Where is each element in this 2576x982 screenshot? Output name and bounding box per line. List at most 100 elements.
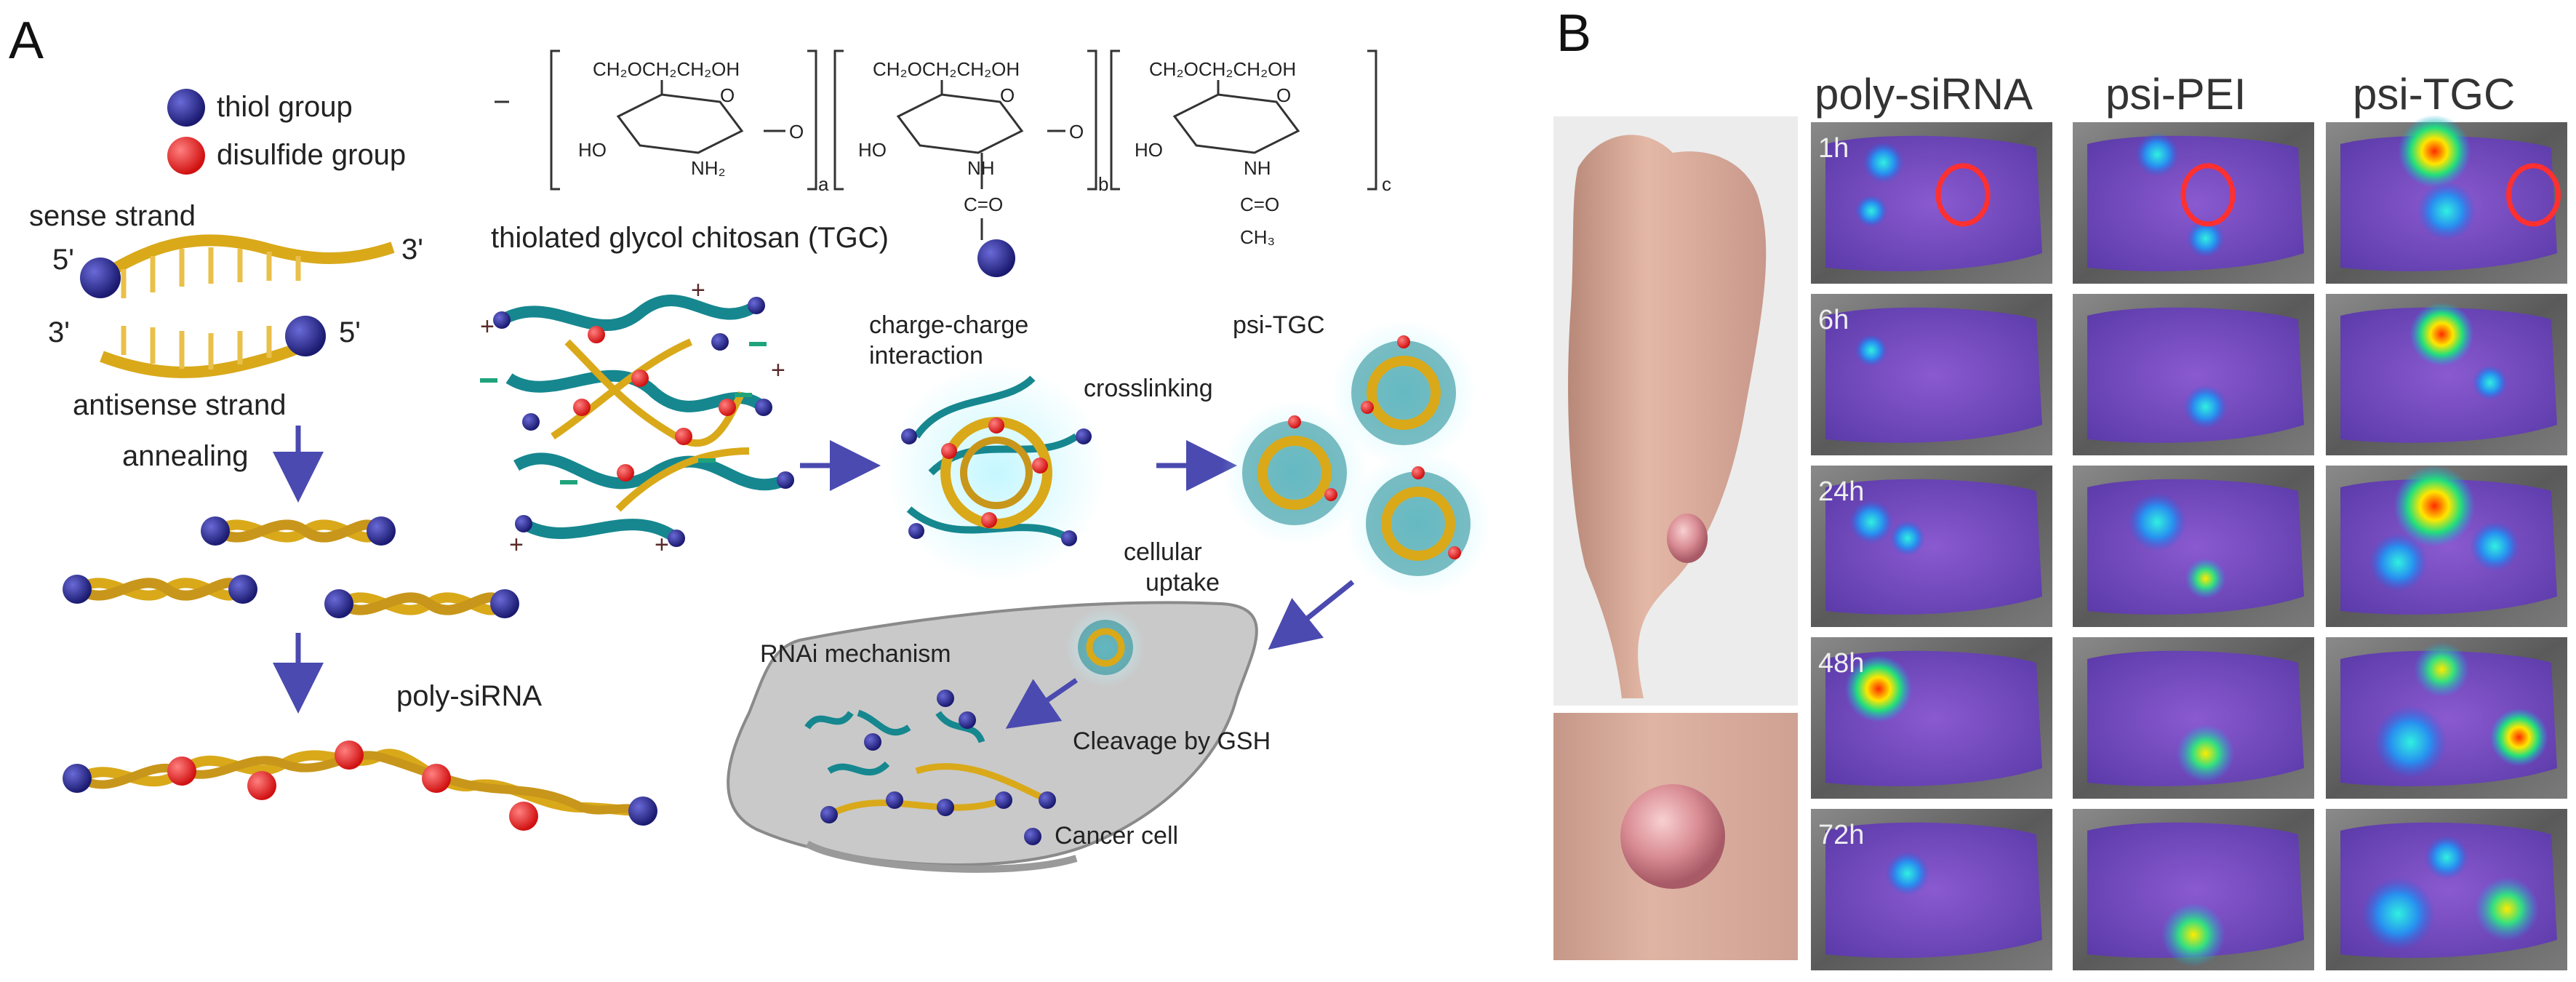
fluorescence-signal [2398, 115, 2471, 188]
fluorescence-signal [2135, 132, 2179, 176]
mouse-silhouette [1825, 308, 2042, 443]
fluorescence-signal [2362, 877, 2435, 950]
fluorescence-signal [1886, 852, 1929, 895]
sense-strand-label: sense strand [29, 200, 196, 232]
image-psi-tgc-1h [2326, 115, 2567, 284]
polyion-network: + + + + + [480, 276, 794, 559]
image-psi-tgc-6h [2326, 294, 2567, 455]
duplex-3 [324, 589, 519, 618]
time-label-6h: 6h [1818, 305, 1849, 335]
svg-text:+: + [480, 313, 495, 340]
cellular-uptake-line2: uptake [1145, 569, 1220, 596]
duplex-1 [201, 516, 396, 546]
rnai-mechanism-label: RNAi mechanism [760, 640, 951, 668]
svg-text:+: + [771, 356, 785, 384]
chem-sub-c: c [1382, 173, 1391, 195]
disulfide-legend-dot [167, 137, 205, 175]
fluorescence-signal [2128, 493, 2186, 551]
panel-a: A thiol group disulfide group sense stra… [9, 12, 1491, 869]
mouse-photo [1553, 116, 1798, 706]
poly-sirna-chain [63, 741, 657, 831]
poly-sirna-label: poly-siRNA [396, 680, 542, 712]
chem-o-5: O [1276, 84, 1291, 106]
disulfide-legend-label: disulfide group [217, 139, 406, 171]
image-psi-pei-1h [2073, 122, 2314, 284]
fluorescence-signal [2414, 642, 2469, 697]
column-header-psi-pei: psi-PEI [2105, 70, 2246, 119]
fluorescence-signal [2369, 533, 2428, 591]
tumor-closeup-photo [1553, 713, 1798, 960]
time-label-72h: 72h [1818, 820, 1864, 850]
antisense-strand [102, 326, 309, 372]
chem-r1-a: CH₂OCH₂CH₂OH [593, 58, 740, 80]
fluorescence-signal [1890, 521, 1925, 556]
fluorescence-signal [2184, 385, 2228, 428]
fluorescence-signal [2409, 303, 2473, 367]
chem-ho-1: HO [578, 139, 607, 161]
chem-nh-1: NH [967, 157, 995, 179]
image-psi-tgc-24h [2326, 466, 2567, 628]
image-poly-sirna-1h: 1h [1811, 122, 2052, 284]
image-psi-tgc-48h [2326, 637, 2567, 799]
antisense-5prime: 5' [339, 316, 361, 348]
chem-o-2: O [789, 121, 804, 143]
tgc-name-label: thiolated glycol chitosan (TGC) [491, 222, 889, 254]
time-label-1h: 1h [1818, 133, 1849, 164]
chem-o-4: O [1069, 121, 1084, 143]
antisense-strand-label: antisense strand [73, 389, 287, 421]
chem-r1-c: CH₂OCH₂CH₂OH [1149, 58, 1296, 80]
sense-5prime: 5' [52, 244, 74, 276]
chem-nh-2: NH [1244, 157, 1271, 179]
chem-sub-b: b [1098, 173, 1108, 195]
svg-text:+: + [691, 276, 705, 304]
chem-ho-2: HO [858, 139, 887, 161]
chem-ch3: CH₃ [1240, 226, 1275, 248]
image-psi-tgc-72h [2326, 809, 2567, 970]
psi-tgc-particles [1222, 320, 1491, 596]
psi-tgc-label: psi-TGC [1233, 311, 1325, 339]
fluorescence-signal [1863, 143, 1904, 183]
fluorescence-signal [2374, 706, 2447, 778]
image-psi-pei-24h [2073, 466, 2314, 627]
chem-sub-a: a [818, 173, 829, 195]
fluorescence-signal [2473, 365, 2508, 400]
chem-nh2: NH₂ [691, 157, 726, 179]
thiol-legend-dot [167, 89, 205, 127]
fluorescence-signal [2475, 877, 2539, 941]
chem-co-1: C=O [964, 193, 1003, 215]
fluorescence-signal [2185, 558, 2226, 599]
tgc-thiol-ball [977, 239, 1015, 277]
panel-b-letter: B [1556, 4, 1591, 63]
duplex-2 [63, 575, 257, 604]
image-poly-sirna-6h: 6h [1811, 294, 2052, 455]
time-label-24h: 24h [1818, 476, 1864, 507]
charge-label-line1: charge-charge [869, 311, 1028, 339]
arrow-to-cell [1280, 582, 1353, 640]
image-psi-pei-72h [2073, 809, 2314, 970]
chem-r1-b: CH₂OCH₂CH₂OH [873, 58, 1020, 80]
fluorescence-signal [2490, 708, 2548, 767]
image-poly-sirna-72h: 72h [1811, 809, 2052, 970]
sense-strand [102, 240, 393, 298]
fluorescence-signal [2177, 724, 2235, 783]
svg-text:+: + [655, 531, 669, 559]
panel-b: B poly-siRNA psi-PEI psi-TGC 1h 6h 24h 48h 7… [1553, 4, 2567, 970]
cellular-uptake-line1: cellular [1124, 538, 1202, 566]
annealing-label: annealing [122, 440, 249, 472]
panel-a-letter: A [9, 12, 44, 70]
fluorescence-signal [2425, 836, 2468, 879]
sense-thiol-ball [80, 258, 121, 298]
antisense-thiol-ball [285, 316, 326, 356]
imaging-grid: 1h 6h 24h 48h 72h [1811, 115, 2567, 970]
crosslinked-nanoparticle [887, 364, 1105, 582]
column-header-poly-sirna: poly-siRNA [1815, 70, 2033, 119]
column-header-psi-tgc: psi-TGC [2353, 70, 2515, 119]
fluorescence-signal [2470, 522, 2519, 571]
fluorescence-signal [2161, 903, 2225, 967]
cancer-cell-label: Cancer cell [1055, 822, 1178, 850]
image-psi-pei-48h [2073, 637, 2314, 799]
time-label-48h: 48h [1818, 648, 1864, 679]
svg-text:+: + [509, 531, 524, 559]
chem-ho-3: HO [1135, 139, 1163, 161]
